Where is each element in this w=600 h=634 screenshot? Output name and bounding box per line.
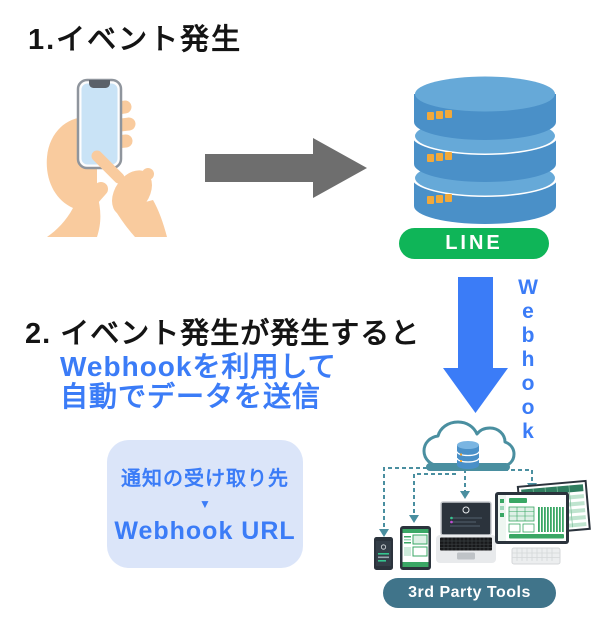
phone-icon <box>76 78 123 170</box>
webhook-vertical-label: W e b h o o k <box>518 276 538 443</box>
info-box-bottom-text: Webhook URL <box>114 517 296 545</box>
tablet-icon <box>400 526 431 570</box>
step2-text-block: 2. イベント発生が発生すると Webhookを利用して 自動でデータを送信 <box>25 316 420 412</box>
database-lights-icon <box>427 110 452 204</box>
pointing-finger-icon <box>91 150 167 237</box>
third-party-badge: 3rd Party Tools <box>383 578 556 608</box>
webhook-url-box: 通知の受け取り先 ▼ Webhook URL <box>107 440 303 568</box>
third-party-badge-label: 3rd Party Tools <box>408 584 531 601</box>
step2-heading: 2. イベント発生が発生すると <box>25 318 421 350</box>
database-svg <box>412 76 558 224</box>
down-triangle-icon: ▼ <box>199 497 211 511</box>
info-box-top-text: 通知の受け取り先 <box>121 468 289 490</box>
line-badge-label: LINE <box>445 232 503 254</box>
step1-title: 1.イベント発生 <box>28 24 243 56</box>
arrow-down-svg <box>443 277 508 413</box>
line-badge: LINE <box>399 228 549 259</box>
keyboard-icon <box>511 547 561 565</box>
cloud-devices-svg <box>374 420 591 570</box>
third-party-devices-icon <box>362 420 598 578</box>
arrow-right-icon <box>205 138 367 198</box>
smartphone-tap-svg <box>46 78 167 237</box>
webhook-arrow-down-icon <box>443 277 508 413</box>
small-phone-icon <box>374 537 393 570</box>
database-icon <box>410 72 560 226</box>
step2-highlight-line1: Webhookを利用して <box>60 351 337 382</box>
monitor-icon <box>495 492 569 544</box>
step2-highlight-line2: 自動でデータを送信 <box>60 381 322 412</box>
laptop-icon <box>436 501 496 563</box>
arrow-right-svg <box>205 138 367 198</box>
smartphone-tap-icon <box>35 62 195 237</box>
mini-database-icon <box>456 441 480 469</box>
